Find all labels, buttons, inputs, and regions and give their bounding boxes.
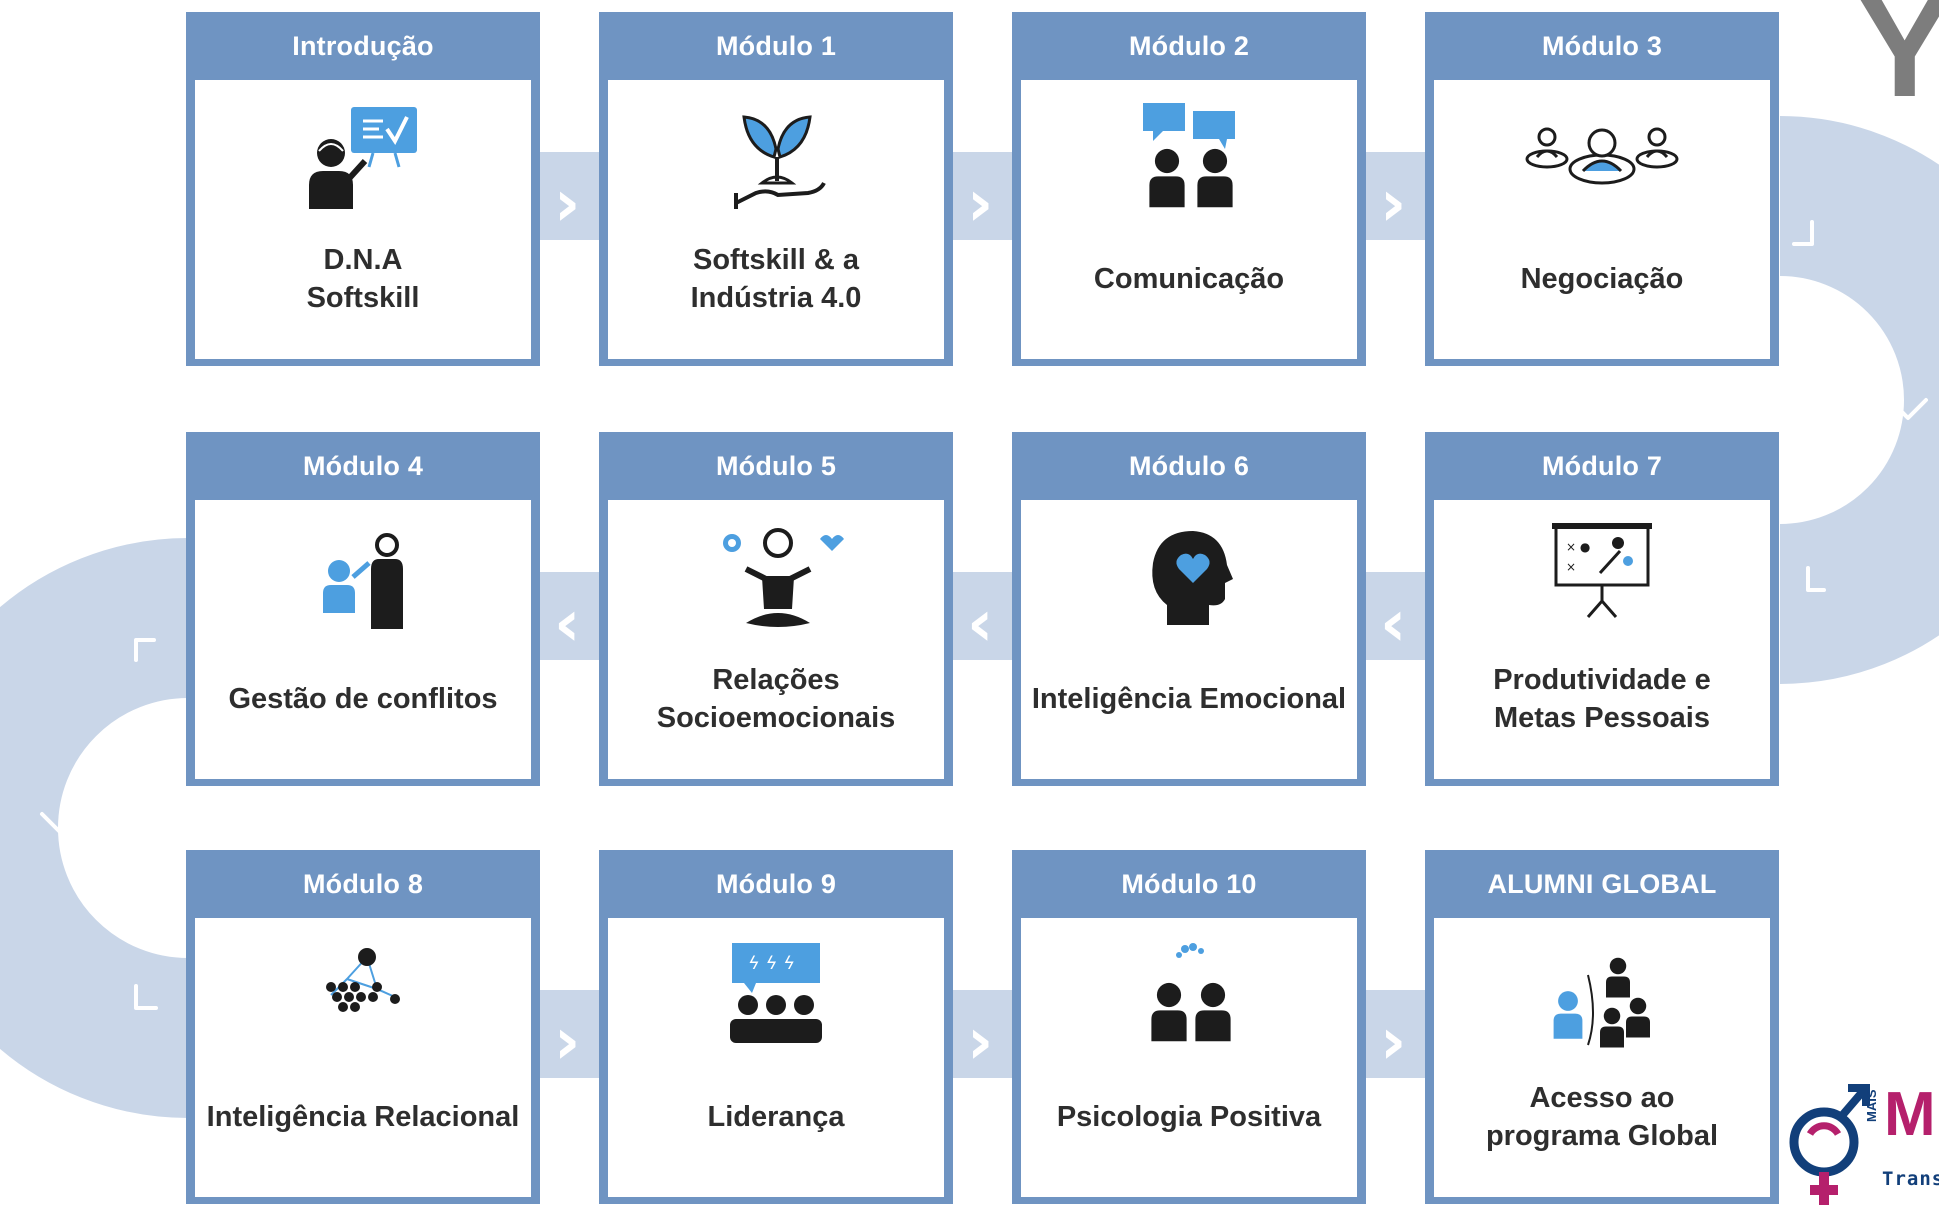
module-card-title: Módulo 3 bbox=[1541, 30, 1663, 61]
negotiation-icon bbox=[1434, 92, 1770, 222]
module-card-title: Introdução bbox=[292, 30, 434, 61]
module-card-body: Comunicação bbox=[1021, 80, 1357, 359]
chevron-right-icon: › bbox=[1380, 167, 1407, 241]
module-card: ALUMNI GLOBAL Acesso ao programa Global bbox=[1425, 850, 1779, 1204]
conflict-icon bbox=[195, 512, 531, 642]
brand-symbol-icon bbox=[1789, 1084, 1870, 1205]
module-card: Módulo 1 Softskill & a Indústria 4.0 bbox=[599, 12, 953, 366]
module-card-body: Acesso ao programa Global bbox=[1434, 918, 1770, 1197]
module-card-title: Módulo 8 bbox=[302, 868, 424, 899]
global-network-icon bbox=[1434, 930, 1770, 1060]
bend-chevrons bbox=[40, 220, 1928, 1010]
module-card-title: Módulo 2 bbox=[1128, 30, 1250, 61]
brand-bottom-letter: M bbox=[1884, 1080, 1936, 1149]
module-card-label: Gestão de conflitos bbox=[228, 683, 498, 716]
module-card-label: Inteligência Emocional bbox=[1031, 683, 1347, 716]
module-card-label: Produtividade e Metas Pessoais bbox=[1493, 664, 1711, 734]
module-card: Módulo 8 Inteligência Relacional bbox=[186, 850, 540, 1204]
positive-people-icon bbox=[1021, 930, 1357, 1060]
module-card: Módulo 5 Relações Socioemocionais bbox=[599, 432, 953, 786]
chevron-left-icon: ‹ bbox=[554, 587, 581, 661]
module-card-label: Comunicação bbox=[1093, 263, 1285, 296]
module-card-title: Módulo 6 bbox=[1128, 450, 1250, 481]
module-card: Módulo 9 ϟ ϟ ϟ Liderança bbox=[599, 850, 953, 1204]
chevron-right-icon: › bbox=[1380, 1005, 1407, 1079]
heart-head-icon bbox=[1021, 512, 1357, 642]
module-card-body: Negociação bbox=[1434, 80, 1770, 359]
module-card-body: Inteligência Emocional bbox=[1021, 500, 1357, 779]
module-card-label: D.N.A Softskill bbox=[306, 244, 420, 314]
svg-text:ϟ ϟ ϟ: ϟ ϟ ϟ bbox=[748, 953, 795, 974]
chevron-right-icon: › bbox=[967, 1005, 994, 1079]
module-card-body: Psicologia Positiva bbox=[1021, 918, 1357, 1197]
module-card-body: D.N.A Softskill bbox=[195, 80, 531, 359]
module-card: Módulo 4 Gestão de conflitos bbox=[186, 432, 540, 786]
presenter-icon bbox=[195, 92, 531, 222]
module-card-label: Relações Socioemocionais bbox=[656, 664, 896, 734]
module-card-label: Softskill & a Indústria 4.0 bbox=[690, 244, 862, 314]
module-card: Introdução D.N.A Softskill bbox=[186, 12, 540, 366]
module-card: Módulo 6 Inteligência Emocional bbox=[1012, 432, 1366, 786]
chevron-right-icon: › bbox=[554, 1005, 581, 1079]
module-card-body: Gestão de conflitos bbox=[195, 500, 531, 779]
brand-logo-top: Y bbox=[1858, 0, 1939, 118]
chevron-right-icon: › bbox=[554, 167, 581, 241]
leadership-icon: ϟ ϟ ϟ bbox=[608, 930, 944, 1060]
module-card-label: Negociação bbox=[1520, 263, 1684, 296]
svg-text:× ●: × ● bbox=[1566, 540, 1590, 554]
module-card: Módulo 3 Negociação bbox=[1425, 12, 1779, 366]
meditation-icon bbox=[608, 512, 944, 642]
module-card-body: Inteligência Relacional bbox=[195, 918, 531, 1197]
module-card-title: Módulo 10 bbox=[1121, 868, 1257, 899]
module-card-body: Relações Socioemocionais bbox=[608, 500, 944, 779]
chevron-left-icon: ‹ bbox=[967, 587, 994, 661]
plant-hand-icon bbox=[608, 92, 944, 222]
module-card-title: Módulo 5 bbox=[715, 450, 837, 481]
module-card-title: ALUMNI GLOBAL bbox=[1487, 868, 1717, 899]
brand-logo-bottom: MAIS M Trans bbox=[1786, 1072, 1939, 1205]
module-card: Módulo 2 Comunicação bbox=[1012, 12, 1366, 366]
chevron-right-icon: › bbox=[967, 167, 994, 241]
svg-text:×: × bbox=[1566, 560, 1576, 574]
brand-bottom-word: Trans bbox=[1882, 1168, 1939, 1190]
module-card-label: Liderança bbox=[707, 1101, 845, 1134]
network-icon bbox=[195, 930, 531, 1060]
brand-logo-top-letter: Y bbox=[1858, 0, 1939, 126]
module-card-body: × ● × Produtividade e Metas Pessoais bbox=[1434, 500, 1770, 779]
strategy-board-icon: × ● × bbox=[1434, 512, 1770, 642]
module-card-title: Módulo 9 bbox=[715, 868, 837, 899]
module-card-title: Módulo 7 bbox=[1541, 450, 1663, 481]
module-card-label: Psicologia Positiva bbox=[1056, 1101, 1322, 1134]
chevron-left-icon: ‹ bbox=[1380, 587, 1407, 661]
module-card-title: Módulo 4 bbox=[302, 450, 424, 481]
module-card-body: ϟ ϟ ϟ Liderança bbox=[608, 918, 944, 1197]
module-card-label: Inteligência Relacional bbox=[206, 1101, 520, 1134]
brand-vertical-text: MAIS bbox=[1864, 1089, 1879, 1123]
conversation-icon bbox=[1021, 92, 1357, 222]
module-card: Módulo 10 Psicologia Positiva bbox=[1012, 850, 1366, 1204]
module-card: Módulo 7 × ● × Produtividade e Metas Pes… bbox=[1425, 432, 1779, 786]
module-card-label: Acesso ao programa Global bbox=[1485, 1082, 1719, 1152]
module-card-body: Softskill & a Indústria 4.0 bbox=[608, 80, 944, 359]
module-card-title: Módulo 1 bbox=[715, 30, 837, 61]
